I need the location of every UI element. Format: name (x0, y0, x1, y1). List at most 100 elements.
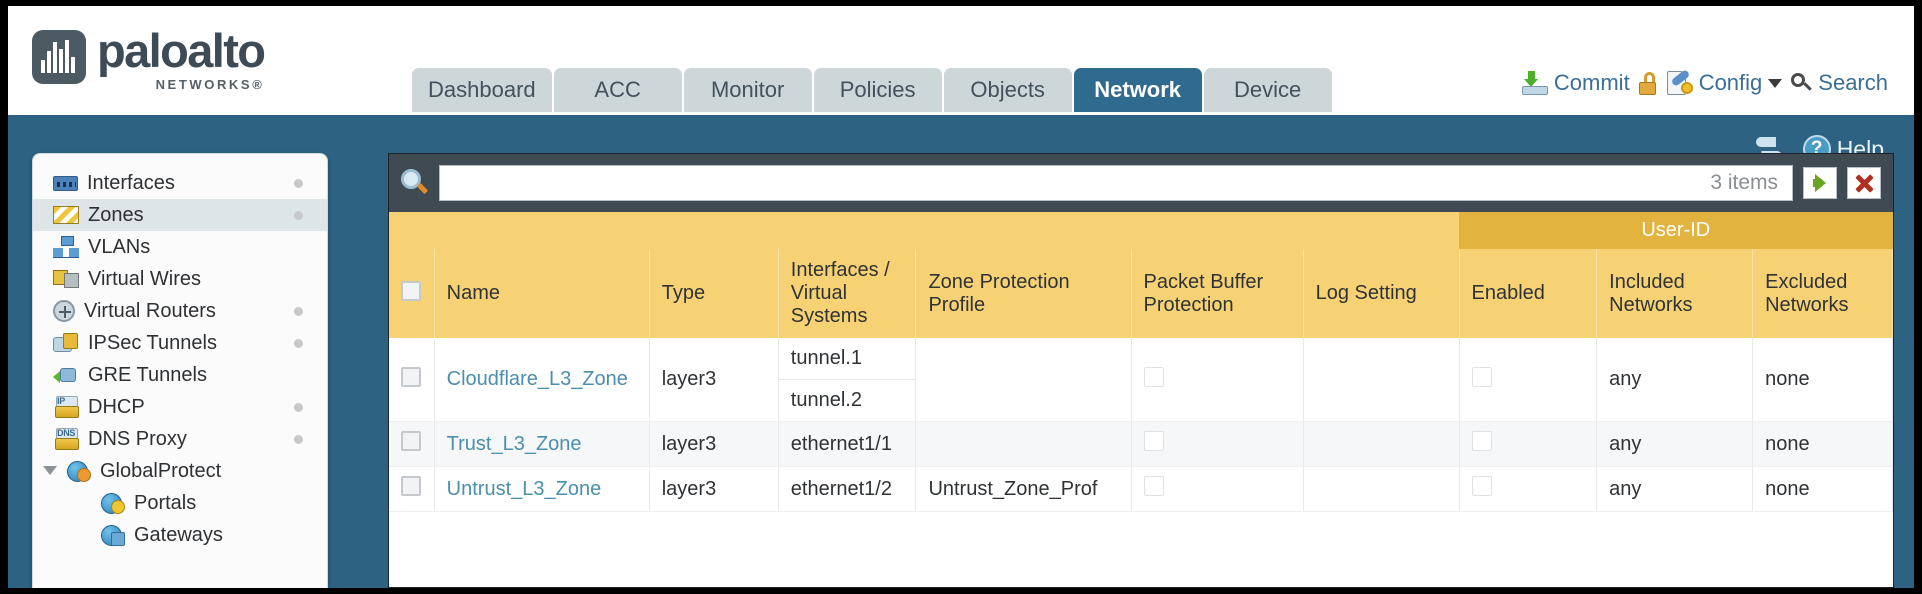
tab-network[interactable]: Network (1073, 68, 1202, 112)
table-row[interactable]: Trust_L3_Zone layer3 ethernet1/1 (389, 421, 1893, 467)
sidebar-label: DHCP (88, 395, 145, 418)
cell-packet-buffer-protection (1131, 421, 1304, 467)
status-dot (294, 403, 303, 412)
app-window: paloalto NETWORKS® Dashboard ACC Monitor… (8, 6, 1914, 588)
main-panel: 3 items (388, 153, 1894, 588)
cell-type: layer3 (649, 421, 779, 467)
col-name[interactable]: Name (434, 249, 650, 338)
apply-filter-button[interactable] (1803, 167, 1837, 199)
status-dot (294, 435, 303, 444)
group-header-spacer (389, 212, 1460, 249)
sidebar-label: Gateways (134, 523, 223, 546)
row-select-cell (389, 338, 435, 422)
sidebar-item-gre-tunnels[interactable]: GRE Tunnels (33, 359, 327, 391)
search-label: Search (1818, 70, 1888, 95)
search-button[interactable]: Search (1791, 70, 1888, 96)
filter-bar: 3 items (389, 154, 1893, 212)
userid-enabled-checkbox[interactable] (1471, 366, 1492, 387)
sidebar-label: Virtual Wires (88, 267, 201, 290)
sidebar-item-virtual-routers[interactable]: Virtual Routers (33, 295, 327, 327)
tab-monitor[interactable]: Monitor (683, 68, 812, 112)
expand-collapse-icon[interactable] (43, 466, 57, 475)
sidebar-label: Virtual Routers (84, 299, 216, 322)
commit-label: Commit (1553, 70, 1630, 95)
select-all-checkbox[interactable] (401, 280, 421, 301)
packet-buffer-checkbox[interactable] (1143, 366, 1164, 387)
tab-policies[interactable]: Policies (813, 68, 942, 112)
table-row[interactable]: Cloudflare_L3_Zone layer3 tunnel.1 tunne… (389, 338, 1893, 422)
col-enabled[interactable]: Enabled (1459, 249, 1598, 338)
packet-buffer-checkbox[interactable] (1143, 431, 1164, 451)
row-checkbox[interactable] (401, 476, 421, 496)
select-all-header (389, 249, 435, 338)
cell-included-networks: any (1596, 338, 1754, 422)
gateways-icon (101, 524, 125, 546)
group-header-row: User-ID (389, 212, 1893, 249)
table-row[interactable]: Untrust_L3_Zone layer3 ethernet1/2 Untru… (389, 466, 1893, 512)
row-checkbox[interactable] (401, 431, 421, 451)
clear-filter-icon (1853, 172, 1875, 194)
config-label: Config (1698, 70, 1763, 95)
app-body: ? Help Interfaces Zones VLANs (8, 115, 1914, 588)
cell-included-networks: any (1596, 466, 1754, 512)
userid-enabled-checkbox[interactable] (1471, 476, 1492, 496)
clear-filter-button[interactable] (1847, 167, 1881, 199)
globalprotect-icon (67, 460, 91, 482)
col-excluded-networks[interactable]: Excluded Networks (1752, 249, 1893, 338)
sidebar-item-globalprotect[interactable]: GlobalProtect (33, 455, 327, 487)
sidebar-item-zones[interactable]: Zones (33, 199, 327, 231)
row-checkbox[interactable] (401, 366, 421, 387)
col-type[interactable]: Type (649, 249, 779, 338)
column-header-row: Name Type Interfaces / Virtual Systems Z… (389, 249, 1893, 338)
col-included-networks[interactable]: Included Networks (1596, 249, 1754, 338)
sidebar-label: GlobalProtect (100, 459, 222, 482)
sidebar: Interfaces Zones VLANs Virtual Wires Vir… (32, 153, 328, 588)
status-dot (294, 179, 303, 188)
dns-proxy-icon: DNS (53, 428, 79, 450)
userid-enabled-checkbox[interactable] (1471, 431, 1492, 451)
sidebar-item-dns-proxy[interactable]: DNS DNS Proxy (33, 423, 327, 455)
search-icon[interactable] (401, 169, 429, 197)
zone-link[interactable]: Untrust_L3_Zone (446, 477, 602, 500)
interface-item: tunnel.2 (790, 389, 862, 411)
zones-table-container: User-ID Name Type Interfaces / Virtual S… (389, 212, 1893, 587)
tab-acc[interactable]: ACC (553, 68, 682, 112)
brand-subtitle: NETWORKS® (155, 77, 265, 92)
unlock-icon[interactable] (1638, 71, 1658, 95)
config-menu[interactable]: Config (1666, 68, 1783, 96)
tab-dashboard[interactable]: Dashboard (412, 68, 552, 112)
cell-userid-enabled (1459, 466, 1598, 512)
packet-buffer-checkbox[interactable] (1143, 476, 1164, 496)
col-zone-protection-profile[interactable]: Zone Protection Profile (915, 249, 1132, 338)
col-packet-buffer-protection[interactable]: Packet Buffer Protection (1131, 249, 1304, 338)
sidebar-item-ipsec-tunnels[interactable]: IPSec Tunnels (33, 327, 327, 359)
sidebar-item-vlans[interactable]: VLANs (33, 231, 327, 263)
tab-objects[interactable]: Objects (943, 68, 1072, 112)
sidebar-item-virtual-wires[interactable]: Virtual Wires (33, 263, 327, 295)
search-input[interactable]: 3 items (439, 165, 1793, 201)
cell-zone-protection-profile: Untrust_Zone_Prof (915, 466, 1132, 512)
zone-link[interactable]: Trust_L3_Zone (446, 432, 582, 455)
cell-interfaces: tunnel.1 tunnel.2 (778, 338, 917, 422)
sidebar-label: Zones (88, 203, 144, 226)
cell-packet-buffer-protection (1131, 466, 1304, 512)
sidebar-item-gateways[interactable]: Gateways (33, 519, 327, 551)
virtual-routers-icon (53, 300, 75, 322)
cell-userid-enabled (1459, 338, 1598, 422)
vlans-icon (53, 236, 79, 258)
commit-button[interactable]: Commit (1521, 70, 1630, 96)
col-interfaces[interactable]: Interfaces / Virtual Systems (778, 249, 917, 338)
interface-item: tunnel.1 (778, 338, 916, 380)
cell-zone-protection-profile (915, 338, 1132, 422)
sidebar-item-portals[interactable]: Portals (33, 487, 327, 519)
tab-device[interactable]: Device (1203, 68, 1332, 112)
status-dot (294, 307, 303, 316)
app-header: paloalto NETWORKS® Dashboard ACC Monitor… (8, 6, 1914, 115)
cell-interfaces: ethernet1/2 (778, 466, 917, 512)
col-log-setting[interactable]: Log Setting (1303, 249, 1460, 338)
sidebar-label: IPSec Tunnels (88, 331, 217, 354)
virtual-wires-icon (53, 268, 79, 290)
sidebar-item-dhcp[interactable]: IP DHCP (33, 391, 327, 423)
zone-link[interactable]: Cloudflare_L3_Zone (446, 368, 628, 390)
sidebar-item-interfaces[interactable]: Interfaces (33, 167, 327, 199)
